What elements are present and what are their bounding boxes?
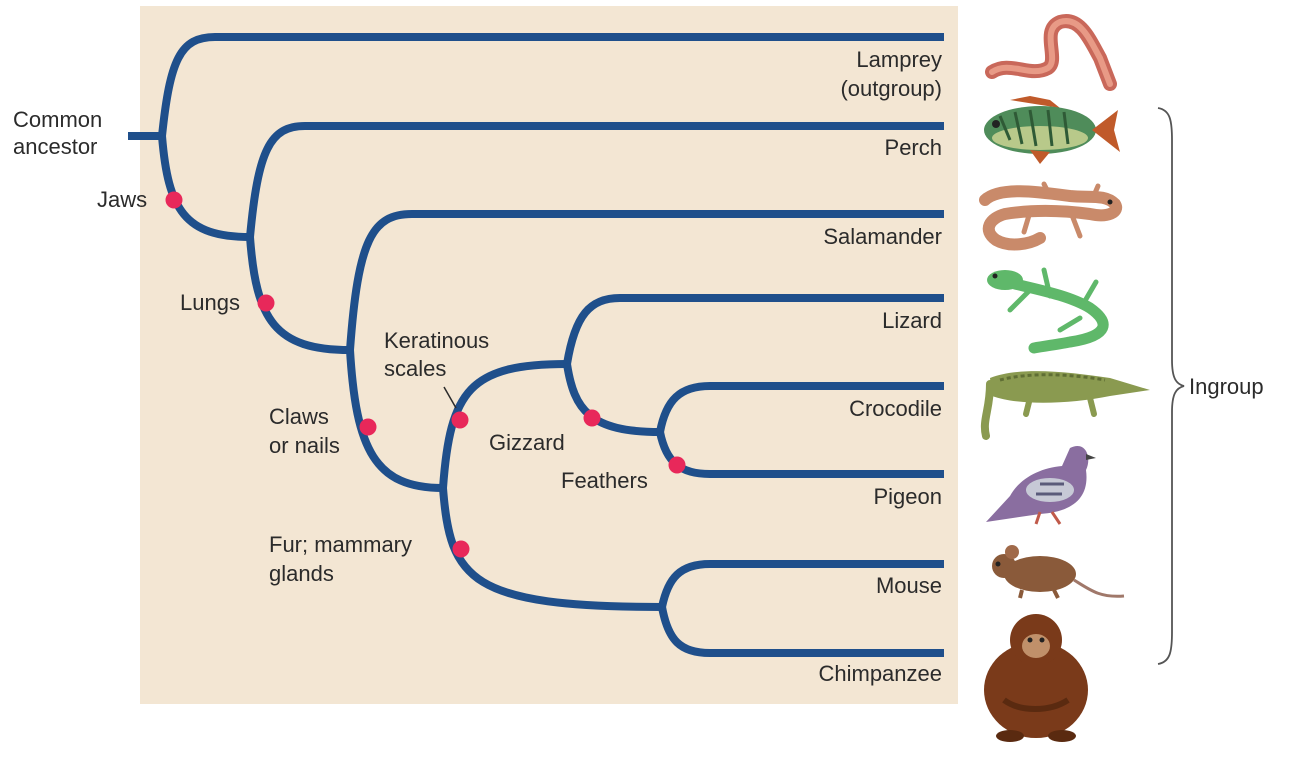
branch-mouse <box>658 560 944 608</box>
crocodile-icon <box>980 371 1150 440</box>
ingroup-brace <box>1157 107 1185 665</box>
trait-label-keratinous-line2: scales <box>384 356 447 381</box>
trait-dot-jaws <box>165 191 183 209</box>
trait-label-keratinous-line1: Keratinous <box>384 328 490 353</box>
branch-crocodile <box>656 382 944 433</box>
taxon-label-pigeon: Pigeon <box>873 484 942 509</box>
trait-label-claws-line1: Claws <box>269 404 329 429</box>
taxon-label-lamprey: Lamprey <box>856 47 942 72</box>
branch-lunged <box>246 236 351 354</box>
trait-label-lungs: Lungs <box>180 290 240 315</box>
fish-icon <box>984 96 1120 164</box>
root-label-line1: Common <box>13 107 103 132</box>
taxon-label-lizard: Lizard <box>882 308 942 333</box>
branch-perch <box>246 122 944 238</box>
branch-reptiles <box>439 360 568 489</box>
branch-mammals <box>439 487 663 611</box>
taxon-label-mouse: Mouse <box>875 573 942 598</box>
root-label-line2: ancestor <box>13 134 98 159</box>
trait-label-fur-line1: Fur; mammary <box>269 532 412 557</box>
branch-chimpanzee <box>658 606 944 657</box>
taxon-label-chimpanzee: Chimpanzee <box>818 661 942 686</box>
trait-label-gizzard: Gizzard <box>489 430 565 455</box>
trait-label-feathers: Feathers <box>561 468 648 493</box>
branch-lamprey <box>158 33 944 137</box>
chimpanzee-icon <box>984 614 1088 742</box>
branch-salamander <box>346 210 944 351</box>
taxon-label-lamprey-note: (outgroup) <box>840 76 942 101</box>
trait-markers <box>165 191 686 558</box>
trait-label-jaws: Jaws <box>97 187 148 212</box>
trait-dot-claws <box>359 418 377 436</box>
keratinous-pointer-line <box>443 386 457 409</box>
taxon-label-crocodile: Crocodile <box>849 396 942 421</box>
pigeon-icon <box>986 446 1096 525</box>
trait-dot-feathers <box>668 456 686 474</box>
salamander-icon <box>979 181 1123 251</box>
branch-clawed <box>346 349 444 492</box>
trait-dot-lungs <box>257 294 275 312</box>
trait-dot-keratinous-scales <box>451 411 469 429</box>
trait-label-claws-line2: or nails <box>269 433 340 458</box>
trait-dot-gizzard <box>583 409 601 427</box>
trait-dot-fur <box>452 540 470 558</box>
mouse-icon <box>992 545 1125 599</box>
trait-label-fur-line2: glands <box>269 561 334 586</box>
branch-jawed <box>158 135 251 241</box>
branch-lizard <box>563 294 944 365</box>
worm-icon <box>985 14 1117 91</box>
taxon-label-perch: Perch <box>884 135 942 160</box>
ingroup-label: Ingroup <box>1189 374 1264 399</box>
lizard-icon <box>987 267 1109 354</box>
taxon-label-salamander: Salamander <box>823 224 942 249</box>
